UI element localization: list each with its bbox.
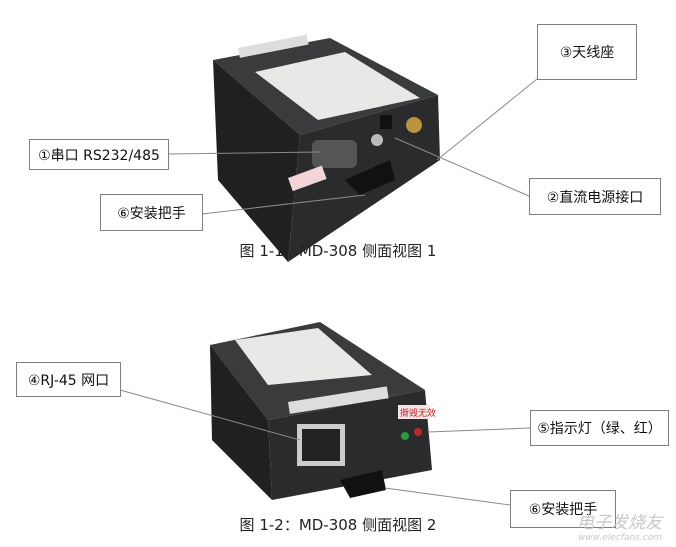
db9-serial-port <box>312 140 357 168</box>
callout-antenna: ③天线座 <box>537 24 637 80</box>
watermark-logo: 电子发烧友 <box>577 513 662 533</box>
mount-handle <box>340 470 386 498</box>
green-led <box>401 432 409 440</box>
watermark: 电子发烧友 www.elecfans.com <box>577 508 662 543</box>
leader-lines-2 <box>119 389 531 506</box>
callout-mount-handle-2: ⑥安装把手 <box>510 490 616 528</box>
callout-rj45: ④RJ-45 网口 <box>16 362 121 397</box>
figure-caption-2: 图 1-2：MD-308 侧面视图 2 <box>239 516 437 534</box>
red-led <box>414 428 422 436</box>
callout-mount-handle: ⑥安装把手 <box>100 194 203 231</box>
figure-caption-1: 图 1-1：MD-308 侧面视图 1 <box>239 242 437 260</box>
dc-jack <box>380 115 392 129</box>
product-label <box>255 52 420 120</box>
device-side-view-1 <box>213 34 440 262</box>
antenna-connector <box>406 117 422 133</box>
callout-indicator-lights: ⑤指示灯（绿、红） <box>530 410 669 446</box>
watermark-url: www.elecfans.com <box>577 533 662 543</box>
mount-handle <box>345 160 395 195</box>
callout-dc-power: ②直流电源接口 <box>529 178 661 215</box>
device-side-view-2: 撕毁无效 <box>210 322 436 500</box>
leader-lines-1 <box>167 78 538 215</box>
void-sticker: 撕毁无效 <box>400 407 436 419</box>
callout-serial-port: ①串口 RS232/485 <box>29 139 169 170</box>
imei-barcode <box>287 386 389 414</box>
product-label <box>235 328 372 385</box>
